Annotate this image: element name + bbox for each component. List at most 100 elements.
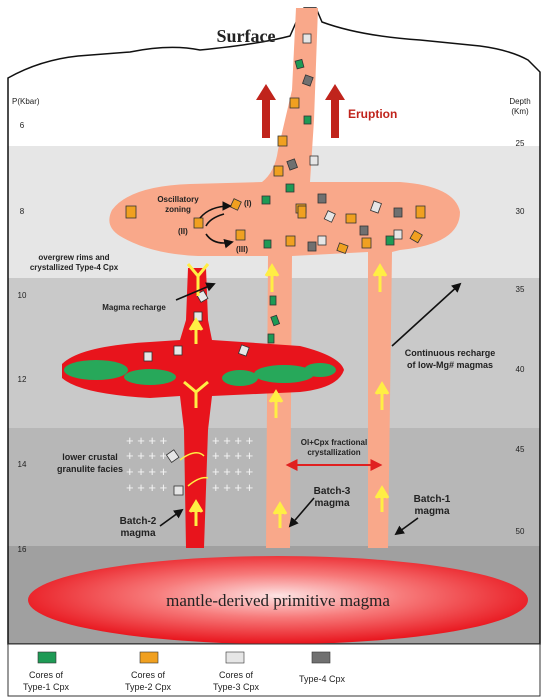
batch3-line1: Batch-3 <box>314 486 351 497</box>
legend: Cores of Type-1 Cpx Cores of Type-2 Cpx … <box>7 643 541 697</box>
crystal-type2 <box>277 135 288 147</box>
stage-label-1: (I) <box>244 199 252 208</box>
crystal-type1 <box>263 239 272 249</box>
crystal-type4 <box>317 193 327 204</box>
upper-chamber <box>109 8 460 548</box>
p-tick: 6 <box>20 121 25 130</box>
crystal-type2 <box>235 229 246 241</box>
crystal-type3 <box>393 229 403 240</box>
crystal-type3 <box>173 485 184 496</box>
flow-arrow <box>268 389 284 418</box>
crystal-type1 <box>267 333 275 344</box>
legend-swatch-type4 <box>311 651 331 664</box>
stage-label-3: (III) <box>236 245 248 254</box>
legend-type1-line1: Cores of <box>29 670 64 680</box>
crystal-type2 <box>409 229 423 244</box>
depth-tick: 50 <box>516 527 525 536</box>
depth-tick: 35 <box>516 285 525 294</box>
zoning-curl-2 <box>205 233 234 249</box>
p-tick: 12 <box>18 375 27 384</box>
crystal-type2 <box>345 213 357 224</box>
batch1-line1: Batch-1 <box>414 494 451 505</box>
lower-crustal-line2: granulite facies <box>57 464 123 474</box>
crystal-type1 <box>385 235 395 246</box>
green-cumulates <box>64 360 336 386</box>
flow-arrow <box>264 263 280 292</box>
eruption-arrows <box>256 84 345 138</box>
flow-arrow <box>272 501 288 528</box>
legend-swatch-type2 <box>139 651 159 664</box>
legend-type2-line1: Cores of <box>131 670 166 680</box>
crystal-type4 <box>359 225 369 236</box>
legend-swatch-type3 <box>225 651 245 664</box>
stage-label-2: (II) <box>178 227 188 236</box>
crystal-type3 <box>323 210 336 223</box>
crystal-type3 <box>165 449 180 463</box>
flow-arrow <box>372 263 388 292</box>
curl-arrow <box>187 476 209 487</box>
granulite-crosses: + + + + + + + + + + + + + + + + + + + + … <box>126 433 253 495</box>
eruption-arrow-left <box>256 84 276 138</box>
batch3-line2: magma <box>314 498 349 509</box>
batch2-line1: Batch-2 <box>120 516 157 527</box>
svg-text:+ + + +: + + + + <box>126 448 167 463</box>
crystal-type4 <box>302 74 314 87</box>
crystal-type1 <box>285 183 295 193</box>
crystal-type1 <box>261 195 271 205</box>
crystal-type2 <box>285 235 296 247</box>
batch2-pointer <box>159 508 184 527</box>
continuous-recharge-line2: of low-Mg# magmas <box>407 360 493 370</box>
curl-arrow <box>179 452 205 461</box>
legend-type1-line2: Type-1 Cpx <box>23 682 70 692</box>
svg-text:+ + + +: + + + + <box>126 480 167 495</box>
depth-axis-title-2: (Km) <box>511 107 529 116</box>
depth-axis-title-1: Depth <box>509 97 530 106</box>
band-upper-crust <box>8 58 540 146</box>
batch1-pointer <box>394 517 419 536</box>
overgrew-rims-line1: overgrew rims and <box>38 253 109 262</box>
fractional-crystallization-line1: Ol+Cpx fractional <box>301 438 367 447</box>
surface-label: Surface <box>217 26 276 46</box>
svg-text:+ + + +: + + + + <box>126 433 167 448</box>
batch2-line2: magma <box>120 528 155 539</box>
legend-swatch-type1 <box>37 651 57 664</box>
fork-arrow <box>183 380 209 408</box>
crystal-type1 <box>270 314 281 327</box>
magma-recharge-label: Magma recharge <box>102 303 166 312</box>
flow-arrow <box>188 317 204 344</box>
crystal-type4 <box>393 207 403 218</box>
crystal-type2 <box>125 205 137 219</box>
svg-text:+ + + +: + + + + <box>212 448 253 463</box>
pointer-arrows <box>159 201 462 536</box>
crystal-type2 <box>415 205 426 219</box>
p-tick: 8 <box>20 207 25 216</box>
legend-type3-line1: Cores of <box>219 670 254 680</box>
overgrew-rims-line2: crystallized Type-4 Cpx <box>30 263 119 272</box>
crystal-type2 <box>297 205 307 219</box>
crystal-type3 <box>173 345 183 356</box>
crystal-type3 <box>143 351 153 362</box>
legend-type4-line1: Type-4 Cpx <box>299 674 346 684</box>
crystal-type3 <box>302 33 312 44</box>
magma-bodies: + + + + + + + + + + + + + + + + + + + + … <box>28 8 528 644</box>
lower-crustal-line1: lower crustal <box>62 452 118 462</box>
oscillatory-zoning-line1: Oscillatory <box>157 195 199 204</box>
svg-text:+ + + +: + + + + <box>212 433 253 448</box>
p-axis-ticks: 6 8 10 12 14 16 25 30 35 40 45 50 <box>18 121 525 554</box>
surface-outline <box>7 7 541 645</box>
crystal-type1 <box>269 295 277 306</box>
crystal-type3 <box>317 235 327 246</box>
flow-arrow <box>374 485 390 512</box>
crystal-type3 <box>309 155 319 166</box>
crystal-type1 <box>294 58 305 70</box>
depth-tick: 40 <box>516 365 525 374</box>
crystal-type2 <box>361 237 372 249</box>
svg-text:+ + + +: + + + + <box>126 464 167 479</box>
p-tick: 16 <box>18 545 27 554</box>
crystal-type2 <box>289 97 300 109</box>
crystals <box>125 33 426 496</box>
eruption-label: Eruption <box>348 107 397 121</box>
fractional-crystallization-line2: crystallization <box>307 448 360 457</box>
batch3-pointer <box>288 497 315 528</box>
